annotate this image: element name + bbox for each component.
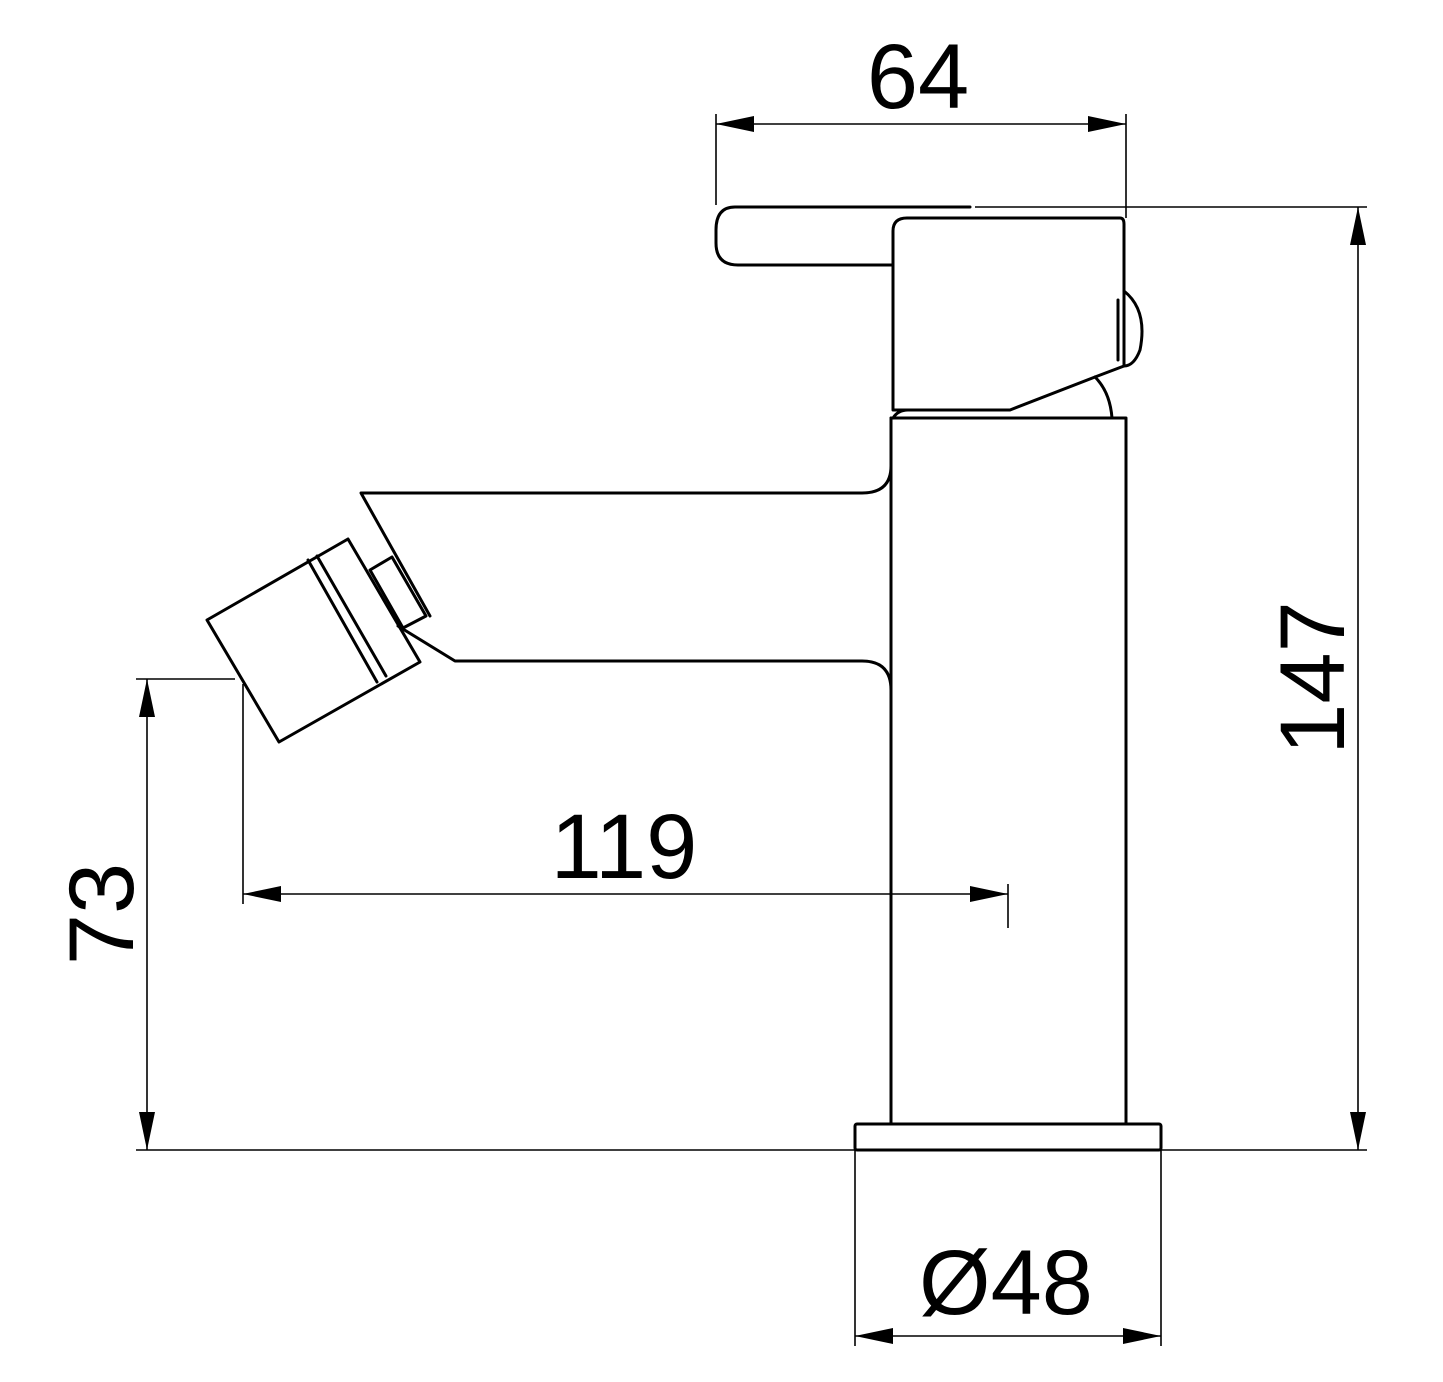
dim-base-diameter-label: Ø48 <box>919 1232 1093 1334</box>
dim-top-width-label: 64 <box>867 26 969 128</box>
cartridge-collar <box>1093 375 1114 420</box>
vertical-column <box>889 416 1128 1126</box>
spout-arm <box>359 416 893 1126</box>
collar-left <box>891 408 910 420</box>
faucet-body <box>205 416 1163 1152</box>
dim-spout-reach: 119 <box>242 684 1009 928</box>
dim-top-width: 64 <box>715 26 1127 218</box>
nozzle-ring-b <box>315 554 388 678</box>
base-plate <box>853 1122 1163 1152</box>
dim-nozzle-height-label: 73 <box>51 863 153 965</box>
lever-handle <box>714 205 1144 420</box>
lever-arm <box>714 205 972 267</box>
nozzle-head <box>205 537 422 744</box>
dim-nozzle-height: 73 <box>51 678 855 1151</box>
dim-total-height-label: 147 <box>1262 601 1364 755</box>
dim-base-diameter: Ø48 <box>854 1150 1162 1346</box>
nozzle-connector <box>368 555 428 630</box>
side-knob <box>1122 289 1144 368</box>
handle-block <box>891 216 1126 412</box>
dim-spout-reach-label: 119 <box>551 796 698 898</box>
dim-total-height: 147 <box>975 206 1367 1151</box>
nozzle-ring-a <box>306 558 379 684</box>
